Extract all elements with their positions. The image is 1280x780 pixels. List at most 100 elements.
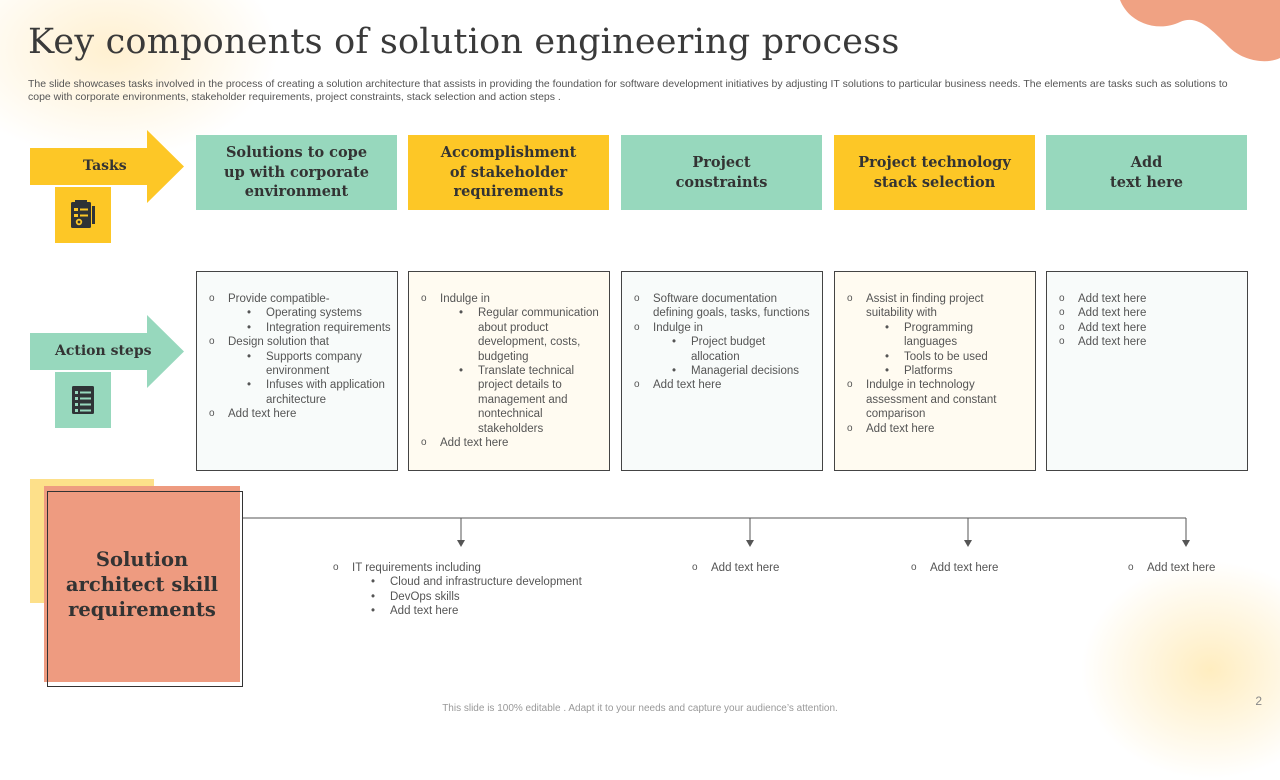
column-heading-line: Project technology (858, 154, 1011, 171)
sub-list: Regular communication about product deve… (440, 306, 603, 436)
column-heading-line: Solutions to cope (225, 144, 368, 162)
column-heading-line: up with corporate (224, 163, 369, 181)
decor-glow-bottom-right (1080, 560, 1280, 780)
sub-list-item: Platforms (885, 364, 1029, 379)
column-heading-line: Add (1130, 154, 1163, 171)
skill-outline (47, 491, 243, 687)
sub-list-item: Translate technical project details to m… (459, 364, 603, 436)
skill-title-box: Solution architect skill requirements (44, 486, 240, 682)
column-heading-line: stack selection (873, 173, 996, 191)
item-list: Add text here (1128, 561, 1268, 576)
list-item: Indulge inProject budget allocationManag… (634, 321, 816, 379)
sub-list-item: Supports company environment (247, 350, 391, 379)
list-item: Add text here (634, 378, 816, 393)
sub-list-item: DevOps skills (371, 590, 633, 605)
list-item: Assist in finding project suitability wi… (847, 292, 1029, 379)
list-item-text: Add text here (1078, 336, 1147, 349)
list-item: Add text here (1059, 292, 1241, 307)
skill-requirement: IT requirements includingCloud and infra… (333, 561, 633, 619)
list-item-text: Add text here (930, 562, 999, 574)
connector-arrowhead (1182, 540, 1190, 547)
checklist-icon (72, 386, 94, 414)
skill-requirement: Add text here (911, 561, 1061, 576)
list-item: Add text here (1059, 321, 1241, 336)
list-item-text: Add text here (1147, 562, 1216, 574)
list-item-text: Add text here (440, 437, 509, 450)
list-item: Add text here (911, 561, 1061, 576)
list-item: Add text here (692, 561, 842, 576)
list-item: IT requirements includingCloud and infra… (333, 561, 633, 619)
sub-list-item: Project budget allocation (672, 335, 816, 364)
list-item-text: Design solution that (228, 336, 330, 349)
item-list: Add text here (692, 561, 842, 576)
list-item: Add text here (1128, 561, 1268, 576)
sub-list: Supports company environmentInfuses with… (228, 350, 391, 408)
skill-requirement: Add text here (1128, 561, 1268, 576)
sub-list-item: Managerial decisions (672, 364, 816, 379)
column-heading-line: Accomplishment (440, 144, 577, 162)
item-list: Software documentation defining goals, t… (634, 292, 816, 393)
page-number: 2 (1255, 694, 1262, 708)
list-item: Indulge inRegular communication about pr… (421, 292, 603, 436)
sub-list: Programming languagesTools to be usedPla… (866, 321, 1029, 379)
item-list: Indulge inRegular communication about pr… (421, 292, 603, 451)
column-heading: Project constraints (621, 135, 822, 210)
page-title: Key components of solution engineering p… (28, 22, 900, 62)
sub-list-item: Regular communication about product deve… (459, 306, 603, 364)
tasks-arrow (30, 130, 184, 203)
column-heading-text: Project technology stack selection (858, 153, 1011, 192)
action-steps-box: Add text hereAdd text hereAdd text hereA… (1046, 271, 1248, 471)
list-item-text: Add text here (228, 408, 297, 421)
decor-blob-top-right (1120, 0, 1280, 62)
list-item: Provide compatible-Operating systemsInte… (209, 292, 391, 336)
list-item-text: Add text here (653, 379, 722, 392)
item-list: IT requirements includingCloud and infra… (333, 561, 633, 619)
list-item-text: Indulge in (653, 321, 703, 334)
list-item: Indulge in technology assessment and con… (847, 378, 1029, 421)
action-steps-box: Provide compatible-Operating systemsInte… (196, 271, 398, 471)
list-item: Software documentation defining goals, t… (634, 292, 816, 321)
list-item-text: Add text here (1078, 321, 1147, 334)
sub-list-item: Programming languages (885, 321, 1029, 350)
sub-list-item: Infuses with application architecture (247, 378, 391, 407)
sub-list: Cloud and infrastructure developmentDevO… (352, 575, 633, 619)
page-description: The slide showcases tasks involved in th… (28, 78, 1228, 103)
list-item: Add text here (847, 422, 1029, 437)
list-item-text: Add text here (866, 422, 935, 435)
list-item-text: Indulge in (440, 293, 490, 305)
connector-arrowhead (457, 540, 465, 547)
list-item-text: IT requirements including (352, 562, 481, 574)
sub-list: Operating systemsIntegration requirement… (228, 306, 391, 335)
list-item: Add text here (1059, 306, 1241, 321)
column-heading: Add text here (1046, 135, 1247, 210)
item-list: Assist in finding project suitability wi… (847, 292, 1029, 436)
connector-arrowhead (746, 540, 754, 547)
column-heading-line: Project (692, 154, 751, 171)
item-list: Add text hereAdd text hereAdd text hereA… (1059, 292, 1241, 350)
column-heading-line: text here (1110, 173, 1183, 191)
list-item-text: Add text here (711, 562, 780, 574)
column-heading-line: environment (244, 183, 349, 201)
document-checklist-icon (71, 200, 95, 228)
column-heading-text: Project constraints (676, 153, 768, 192)
action-steps-box: Assist in finding project suitability wi… (834, 271, 1036, 471)
list-item-text: Add text here (1078, 293, 1147, 305)
action-steps-box: Software documentation defining goals, t… (621, 271, 823, 471)
list-item-text: Add text here (1078, 307, 1147, 320)
list-item-text: Software documentation defining goals, t… (653, 293, 810, 320)
item-list: Add text here (911, 561, 1061, 576)
list-item: Add text here (1059, 335, 1241, 350)
skill-title: Solution architect skill requirements (65, 547, 219, 621)
connector-arrowhead (964, 540, 972, 547)
column-heading-line: constraints (675, 173, 768, 191)
column-heading-text: Add text here (1110, 153, 1183, 192)
footer-note: This slide is 100% editable . Adapt it t… (442, 703, 838, 714)
action-steps-label: Action steps (55, 343, 152, 359)
sub-list-item: Cloud and infrastructure development (371, 575, 633, 590)
sub-list-item: Integration requirements (247, 321, 391, 336)
column-heading: Project technology stack selection (834, 135, 1035, 210)
